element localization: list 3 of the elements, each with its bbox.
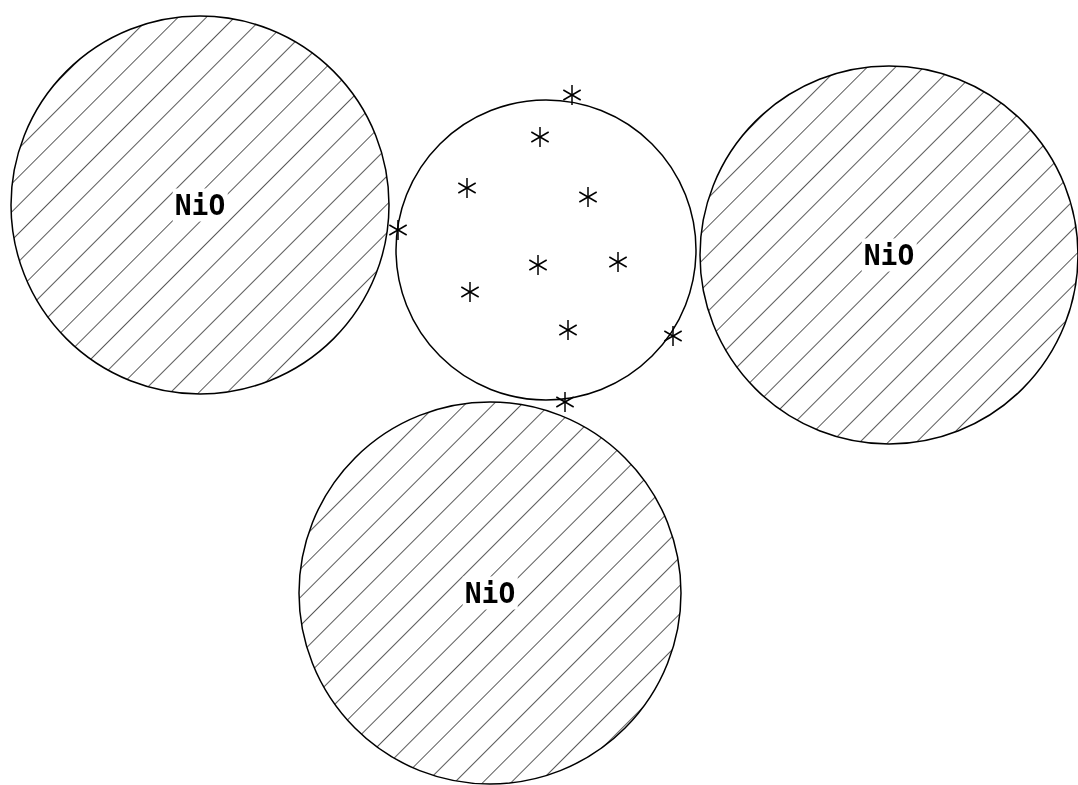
particle-label: NiO xyxy=(462,576,518,610)
particle-label: NiO xyxy=(861,238,917,272)
particle-label: NiO xyxy=(172,188,228,222)
